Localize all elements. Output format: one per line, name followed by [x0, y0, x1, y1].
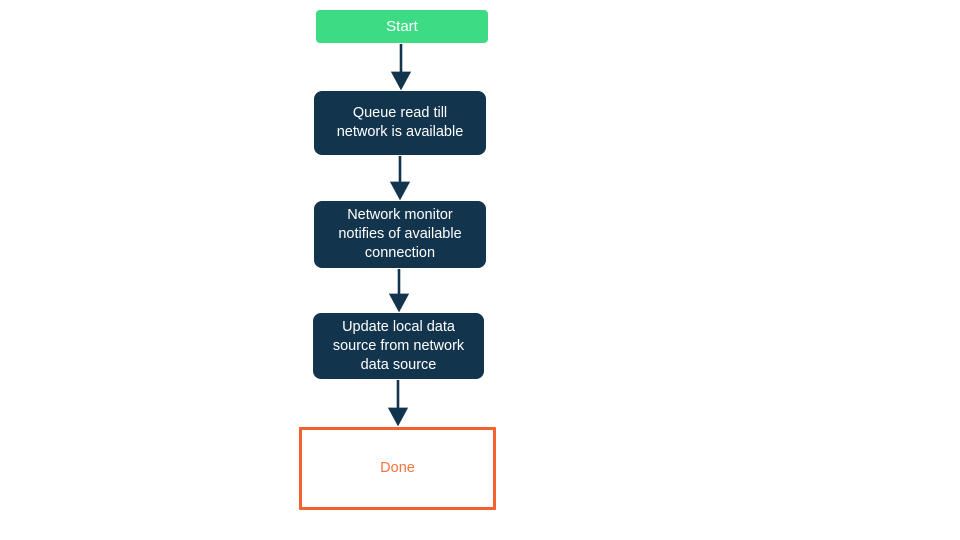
- node-update-local[interactable]: Update local data source from network da…: [313, 313, 484, 379]
- node-queue-read-label: Queue read till network is available: [336, 105, 464, 140]
- node-start-label: Start: [386, 18, 418, 35]
- node-queue-read[interactable]: Queue read till network is available: [314, 91, 486, 155]
- node-done-label: Done: [380, 460, 415, 476]
- node-network-monitor-label: Network monitor notifies of available co…: [338, 207, 462, 261]
- node-done[interactable]: Done: [299, 427, 496, 510]
- node-update-local-label: Update local data source from network da…: [332, 318, 465, 373]
- node-network-monitor[interactable]: Network monitor notifies of available co…: [314, 201, 486, 268]
- node-start[interactable]: Start: [316, 10, 488, 43]
